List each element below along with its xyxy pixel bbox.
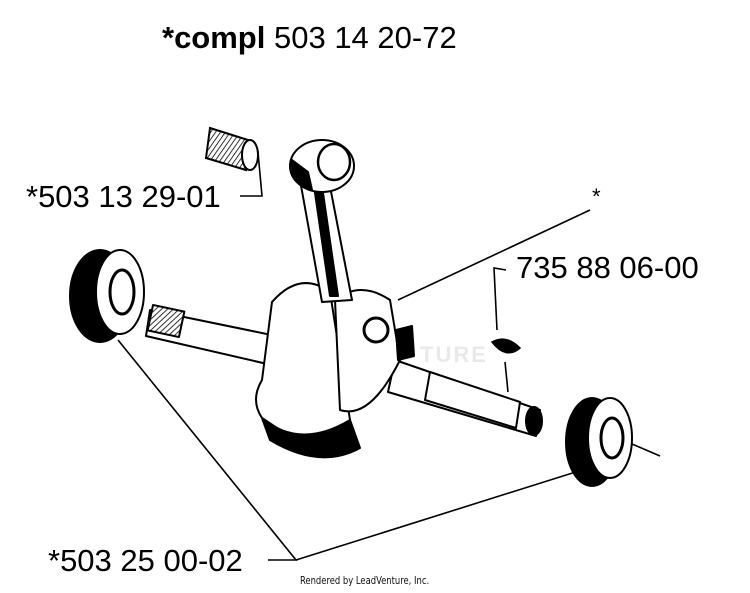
woodruff-key	[490, 338, 522, 354]
leader-asterisk	[397, 209, 591, 301]
assembly-title: *compl 503 14 20-72	[162, 22, 457, 53]
callout-needle-bearing: *503 13 29-01	[26, 179, 221, 214]
leader-key-shaft	[504, 361, 509, 393]
shaft-axis-line	[631, 443, 661, 457]
title-number: 503 14 20-72	[273, 20, 457, 55]
callout-main-bearing: *503 25 00-02	[48, 543, 243, 578]
leader-key	[493, 267, 507, 331]
needle-bearing	[204, 126, 259, 172]
crankshaft	[145, 139, 543, 459]
right-shaft-end	[525, 406, 543, 436]
watermark-text: TURE	[420, 342, 488, 367]
callout-key: 735 88 06-00	[516, 250, 699, 285]
callout-asterisk: *	[592, 184, 601, 209]
rod-small-end-shade	[290, 159, 313, 191]
keyway-block	[395, 325, 415, 361]
left-thread	[146, 303, 186, 339]
render-credit: Rendered by LeadVenture, Inc.	[300, 574, 430, 587]
rod-small-end-bore	[316, 142, 352, 182]
right-ball-bearing	[565, 397, 633, 487]
leader-lines	[117, 141, 661, 561]
title-bold: *compl	[162, 20, 266, 55]
crank-web-shadow	[261, 417, 361, 459]
right-taper	[424, 371, 521, 429]
leader-right-bearing	[295, 469, 583, 561]
crank-pin-hole	[362, 316, 390, 344]
left-ball-bearing	[69, 249, 145, 343]
